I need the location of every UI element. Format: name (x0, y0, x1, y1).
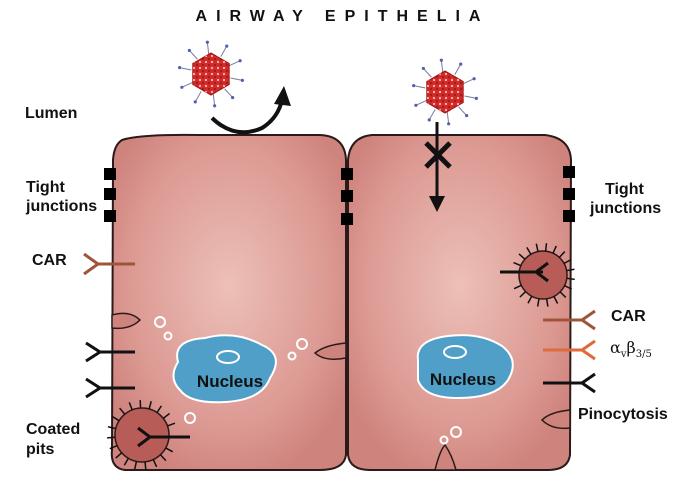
virus-fiber (229, 61, 240, 66)
virus-fiber (189, 50, 197, 59)
virus-fiber-knob (473, 77, 476, 80)
virus-fiber (231, 78, 243, 80)
virus-fiber-knob (422, 67, 425, 70)
virus-fiber (416, 100, 427, 105)
label-tight-junctions-right-2: junctions (590, 199, 661, 218)
virus-fiber-knob (206, 41, 209, 44)
virus-fiber (465, 96, 477, 98)
tight-junctions-middle (341, 168, 353, 225)
square-block-icon (104, 188, 116, 200)
clathrin-spike (145, 462, 146, 470)
right-cell (348, 135, 571, 470)
left-nucleus (173, 335, 275, 402)
virus-fiber (225, 89, 233, 98)
clathrin-spike (107, 437, 115, 438)
label-integrin: αvβ3/5 (610, 338, 652, 364)
virus-fiber (414, 86, 426, 88)
virus-fiber (180, 68, 192, 70)
virus-fiber-knob (447, 122, 450, 125)
virus-fiber (463, 79, 474, 84)
virus-texture (193, 53, 229, 95)
label-nucleus-left: Nucleus (185, 372, 275, 392)
label-car-left: CAR (32, 251, 67, 270)
diagram-title: AIRWAY EPITHELIA (0, 8, 685, 26)
label-car-right: CAR (611, 307, 646, 326)
virus-fiber-knob (414, 104, 417, 107)
label-coated-pits-2: pits (26, 440, 54, 459)
virus-left (178, 41, 244, 108)
virus-fiber-knob (188, 49, 191, 52)
virus-fiber-knob (412, 84, 415, 87)
virus-fiber (455, 64, 461, 74)
virus-fiber (207, 42, 208, 54)
label-tight-junctions-left-1: Tight (26, 178, 65, 197)
virus-texture (427, 71, 463, 113)
virus-fiber-knob (241, 79, 244, 82)
virus-fiber (429, 109, 435, 119)
virus-fiber-knob (459, 63, 462, 66)
virus-fiber (195, 91, 201, 101)
virus-fiber-knob (475, 97, 478, 100)
virus-fiber-knob (428, 118, 431, 121)
label-nucleus-right: Nucleus (418, 370, 508, 390)
virus-fiber-knob (231, 96, 234, 99)
label-tight-junctions-right-1: Tight (605, 180, 644, 199)
virus-fiber-knob (178, 66, 181, 69)
label-coated-pits-1: Coated (26, 420, 80, 439)
virus-fiber-knob (194, 100, 197, 103)
virus-fiber (221, 46, 227, 56)
virus-fiber-knob (239, 59, 242, 62)
tight-junctions-left (104, 168, 116, 222)
virus-fiber-knob (180, 86, 183, 89)
virus-fiber-knob (213, 104, 216, 107)
virus-fiber (423, 68, 431, 77)
square-block-icon (104, 210, 116, 222)
virus-fiber (441, 60, 442, 72)
label-lumen: Lumen (25, 104, 77, 123)
curved-arrow-icon (212, 86, 291, 132)
virus-fiber (213, 94, 214, 106)
clathrin-spike (546, 243, 547, 251)
virus-fiber-knob (440, 59, 443, 62)
virus-fiber-knob (465, 114, 468, 117)
virus-right (412, 59, 478, 126)
label-pinocytosis: Pinocytosis (578, 405, 668, 424)
label-tight-junctions-left-2: junctions (26, 197, 97, 216)
virus-fiber-knob (225, 45, 228, 48)
square-block-icon (104, 168, 116, 180)
virus-fiber (182, 82, 193, 87)
tight-junctions-right (563, 166, 575, 222)
virus-fiber (447, 112, 448, 124)
virus-fiber (459, 107, 467, 116)
